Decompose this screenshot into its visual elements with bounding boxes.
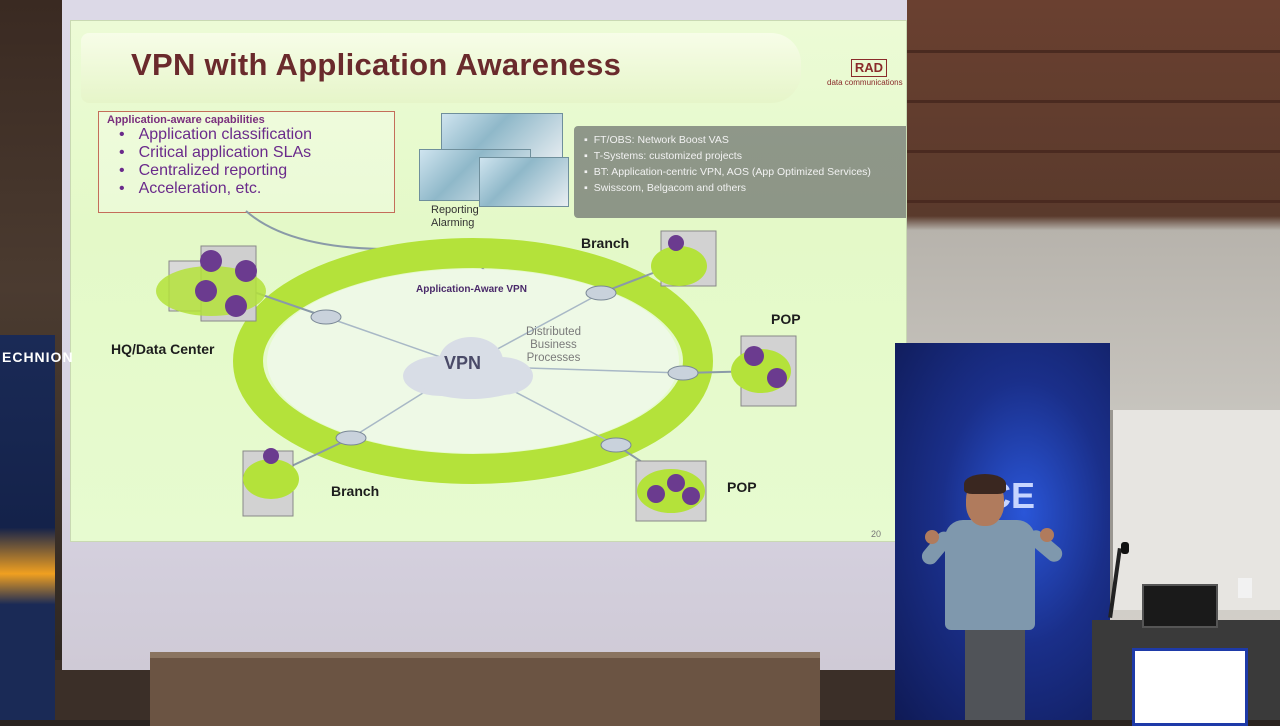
- processes-line: Business: [530, 339, 577, 351]
- router-node: [585, 285, 617, 301]
- capability-item: Acceleration, etc.: [119, 180, 312, 198]
- app-icon: [767, 368, 787, 388]
- wall-panel-line: [905, 50, 1280, 53]
- hq-building-icon: [156, 245, 266, 322]
- vpn-ring: [233, 238, 713, 484]
- left-banner: ECHNION: [0, 335, 73, 720]
- network-diagram: [156, 210, 797, 522]
- capability-item: Critical application SLAs: [119, 144, 312, 162]
- cup: [1238, 578, 1252, 598]
- vpn-center-label: VPN: [444, 353, 482, 373]
- pop-building-icon: [731, 335, 797, 407]
- pop-right-label: POP: [771, 311, 801, 327]
- whiteboard: [1110, 410, 1280, 610]
- app-icon: [667, 474, 685, 492]
- hq-label: HQ/Data Center: [111, 341, 215, 357]
- rad-logo: RAD data communications: [819, 59, 907, 89]
- app-icon: [200, 250, 222, 272]
- branch-building-icon: [242, 448, 299, 517]
- reporting-label: Reporting Alarming: [431, 204, 479, 230]
- laptop: [1142, 584, 1218, 628]
- speaker-legs: [965, 625, 1025, 720]
- customer-item: BT: Application-centric VPN, AOS (App Op…: [584, 166, 904, 178]
- wall-panel-line: [905, 100, 1280, 103]
- site-highlight: [243, 459, 299, 499]
- branch-building-icon: [651, 230, 717, 287]
- branch-bottom-label: Branch: [331, 483, 380, 499]
- presentation-slide: VPN with Application Awareness RAD data …: [70, 20, 907, 542]
- capabilities-list: Application classification Critical appl…: [119, 126, 312, 198]
- customer-item: T-Systems: customized projects: [584, 150, 904, 162]
- app-icon: [195, 280, 217, 302]
- processes-line: Processes: [526, 352, 581, 364]
- app-icon: [647, 485, 665, 503]
- router-node: [310, 309, 342, 325]
- cloud-puff: [421, 367, 521, 399]
- podium-sign: [1132, 648, 1248, 726]
- reporting-label-line: Reporting: [431, 204, 479, 216]
- speaker-hair: [964, 474, 1006, 494]
- app-icon: [263, 448, 279, 464]
- customer-item: FT/OBS: Network Boost VAS: [584, 134, 904, 146]
- speaker-hand: [925, 530, 939, 544]
- branch-top-label: Branch: [581, 235, 630, 251]
- left-banner-text: ECHNION: [2, 349, 74, 365]
- customers-list: FT/OBS: Network Boost VAS T-Systems: cus…: [584, 134, 904, 198]
- title-bar: [81, 33, 801, 103]
- capability-item: Centralized reporting: [119, 162, 312, 180]
- speaker-body: [945, 520, 1035, 630]
- customers-callout: FT/OBS: Network Boost VAS T-Systems: cus…: [574, 126, 906, 218]
- router-node: [600, 437, 632, 453]
- customer-item: Swisscom, Belgacom and others: [584, 182, 904, 194]
- processes-label: Distributed Business Processes: [526, 326, 581, 365]
- rad-logo-subtitle: data communications: [827, 78, 903, 87]
- rad-logo-name: RAD: [851, 59, 887, 77]
- wall-panel-line: [905, 200, 1280, 203]
- slide-title: VPN with Application Awareness: [131, 47, 622, 82]
- app-icon: [225, 295, 247, 317]
- app-icon: [668, 235, 684, 251]
- alarming-label-line: Alarming: [431, 217, 475, 229]
- capability-item: Application classification: [119, 126, 312, 144]
- screenshot-thumb: [479, 157, 569, 207]
- pop-building-icon: [635, 460, 707, 522]
- processes-line: Distributed: [526, 326, 581, 338]
- router-nodes: [310, 285, 699, 453]
- reporting-screenshots: [419, 113, 569, 208]
- front-bench: [150, 652, 820, 726]
- app-icon: [235, 260, 257, 282]
- pop-bottom-label: POP: [727, 479, 757, 495]
- wall-panel-line: [905, 150, 1280, 153]
- router-node: [335, 430, 367, 446]
- vpn-cloud: [403, 337, 533, 399]
- page-number: 20: [871, 529, 882, 539]
- speaker-hand: [1040, 528, 1054, 542]
- app-icon: [744, 346, 764, 366]
- site-highlight: [651, 246, 707, 286]
- router-node: [667, 365, 699, 381]
- app-icon: [682, 487, 700, 505]
- ring-label: Application-Aware VPN: [416, 284, 527, 295]
- capabilities-box: Application-aware capabilities Applicati…: [98, 111, 395, 213]
- microphone-icon: [1121, 542, 1129, 554]
- capabilities-heading: Application-aware capabilities: [107, 114, 265, 126]
